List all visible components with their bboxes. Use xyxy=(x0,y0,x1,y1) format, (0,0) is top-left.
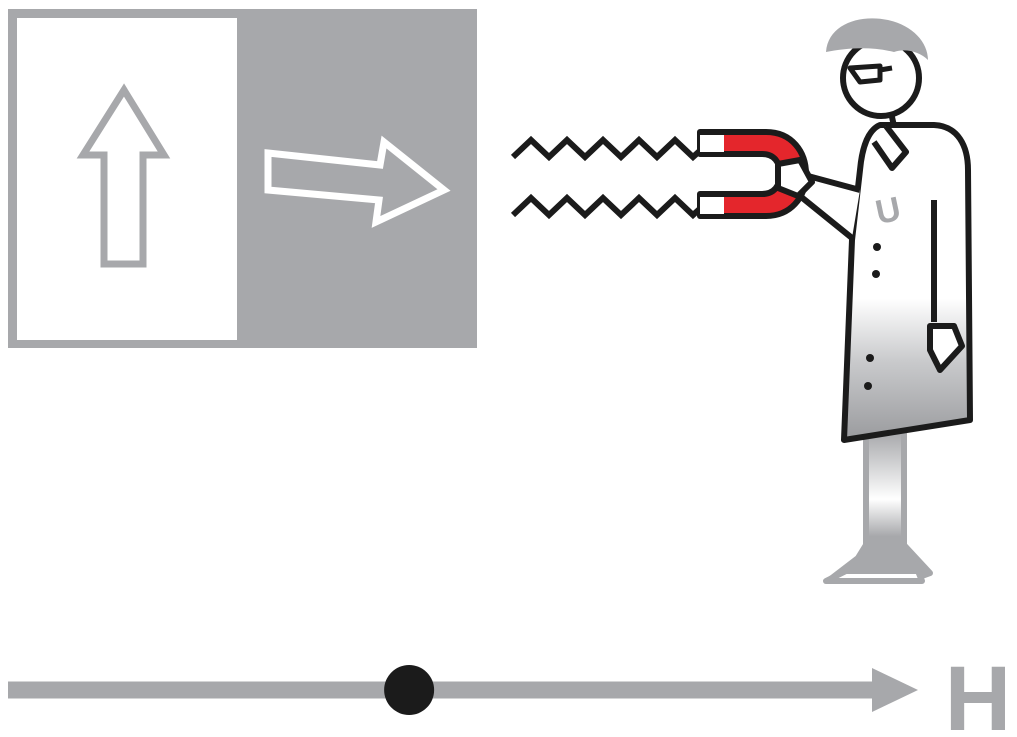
coat-button xyxy=(866,354,874,362)
coat-button xyxy=(864,382,872,390)
field-line-bottom xyxy=(513,198,703,215)
scientist-shoe xyxy=(826,571,922,581)
lab-coat xyxy=(844,125,970,440)
field-line-top xyxy=(513,140,703,157)
field-axis: H xyxy=(8,648,1011,737)
horseshoe-magnet-icon xyxy=(700,132,812,216)
coat-button xyxy=(872,270,880,278)
domain-box xyxy=(8,9,477,348)
coat-button xyxy=(873,243,881,251)
magnet-pole-bottom xyxy=(700,197,724,214)
magnetic-field-lines xyxy=(513,140,703,215)
scientist-figure: U xyxy=(800,18,970,581)
scientist-legs xyxy=(828,432,930,581)
field-axis-arrowhead-icon xyxy=(872,668,918,712)
field-axis-marker xyxy=(384,665,434,715)
magnet-pole-top xyxy=(700,135,724,152)
field-axis-label: H xyxy=(945,648,1011,737)
